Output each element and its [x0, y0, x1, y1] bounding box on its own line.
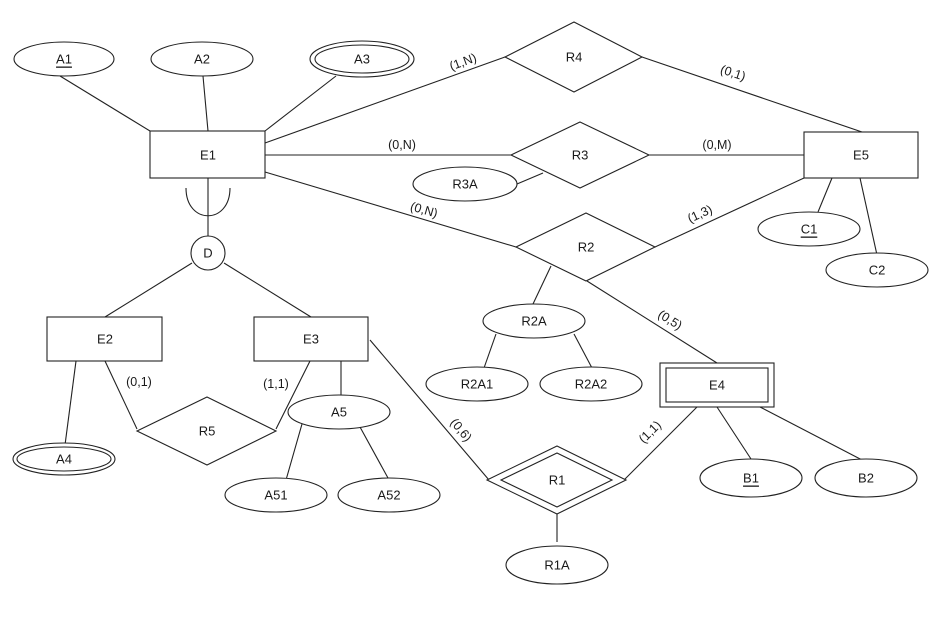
cardinality-r4-e5: (0,1) [719, 62, 748, 83]
line-r3a-r3 [516, 172, 544, 185]
entity-e4-label: E4 [709, 378, 725, 393]
line-r2-e5 [654, 177, 805, 248]
relationship-r4-label: R4 [566, 50, 583, 65]
line-e1-r2 [264, 171, 517, 248]
disjoint-circle [190, 235, 226, 271]
line-a1-e1 [59, 75, 151, 132]
line-a5-a52 [359, 426, 389, 479]
line-isa-e3 [223, 262, 312, 318]
relationship-r2-label: R2 [578, 240, 595, 255]
line-e5-c1 [817, 177, 833, 213]
relationship-r4[interactable]: R4 [503, 21, 644, 93]
line-r4-e5 [641, 56, 863, 133]
relationship-r5-label: R5 [199, 424, 216, 439]
entity-e2-label: E2 [97, 332, 113, 347]
attribute-b1-partial-key[interactable]: B1 [699, 458, 803, 498]
relationship-r5[interactable]: R5 [135, 396, 278, 466]
attribute-r2a[interactable]: R2A [482, 303, 586, 339]
line-r2a-r2a1 [483, 333, 497, 369]
line-e5-c2 [859, 177, 878, 256]
cardinality-e1-r4: (1,N) [448, 51, 479, 74]
attribute-a51[interactable]: A51 [224, 477, 328, 513]
relationship-r3[interactable]: R3 [509, 121, 651, 189]
line-a3-e1 [264, 75, 337, 132]
entity-e3[interactable]: E3 [253, 316, 369, 362]
relationship-r3-label: R3 [572, 148, 589, 163]
attribute-c1-key[interactable]: C1 [757, 211, 861, 247]
attribute-r1a-label: R1A [544, 558, 570, 573]
attribute-c1-label: C1 [801, 222, 818, 237]
attribute-a51-label: A51 [264, 488, 287, 503]
attribute-r2a-label: R2A [521, 314, 547, 329]
attribute-b1-label: B1 [743, 471, 759, 486]
attribute-r1a[interactable]: R1A [505, 545, 609, 585]
attribute-r2a2[interactable]: R2A2 [539, 366, 643, 402]
attribute-a5-composite[interactable]: A5 [287, 394, 391, 430]
attribute-a1-label: A1 [56, 52, 72, 67]
attribute-r3a-label: R3A [452, 177, 478, 192]
isa-arc [185, 187, 231, 217]
attribute-c2[interactable]: C2 [825, 252, 929, 288]
line-r2-r2a [532, 265, 552, 305]
attribute-r2a2-label: R2A2 [575, 377, 608, 392]
cardinality-e5-r2: (1,3) [685, 202, 714, 226]
line-e2-a4 [64, 360, 77, 446]
line-isa-e2 [104, 262, 193, 318]
attribute-b2-label: B2 [858, 471, 874, 486]
line-a5-a51 [285, 423, 303, 481]
attribute-a52-label: A52 [377, 488, 400, 503]
cardinality-e3-r5: (1,1) [263, 377, 289, 391]
cardinality-r2-e4: (0,5) [655, 307, 684, 332]
relationship-r2[interactable]: R2 [514, 212, 657, 282]
line-r2-e4 [586, 280, 718, 364]
attribute-a4-multivalued[interactable]: A4 [12, 442, 116, 476]
connector-lines [59, 56, 878, 542]
entity-e5[interactable]: E5 [803, 131, 919, 179]
entity-e2[interactable]: E2 [46, 316, 163, 362]
cardinality-r3-e5: (0,M) [702, 138, 731, 152]
cardinality-e2-r5: (0,1) [126, 375, 152, 389]
entity-e1-label: E1 [200, 148, 216, 163]
attribute-a3-multivalued[interactable]: A3 [309, 40, 415, 78]
attribute-b2[interactable]: B2 [814, 458, 918, 498]
line-r1-e4 [623, 406, 698, 481]
cardinality-e4-r1: (1,1) [636, 418, 664, 446]
line-e4-b1 [716, 406, 752, 460]
attribute-a5-label: A5 [331, 405, 347, 420]
line-a2-e1 [202, 75, 209, 132]
attribute-r2a1-label: R2A1 [461, 377, 494, 392]
attribute-c2-label: C2 [869, 263, 886, 278]
relationship-r1-label: R1 [549, 473, 566, 488]
line-e3-r1 [369, 339, 490, 481]
cardinality-e1-r2: (0,N) [409, 199, 440, 220]
cardinality-e3-r1: (0,6) [447, 416, 474, 445]
attribute-a2-label: A2 [194, 52, 210, 67]
relationship-r1-identifying[interactable]: R1 [485, 445, 628, 515]
line-r2a-r2a2 [573, 333, 593, 369]
line-e4-b2 [759, 406, 865, 462]
disjoint-label: D [203, 246, 212, 261]
attribute-a1-key[interactable]: A1 [13, 41, 115, 77]
line-e3-r5 [275, 360, 311, 430]
attribute-r3a[interactable]: R3A [412, 166, 518, 202]
cardinality-e1-r3: (0,N) [388, 138, 416, 152]
attribute-a2[interactable]: A2 [150, 41, 254, 77]
entity-e3-label: E3 [303, 332, 319, 347]
entity-e4-weak[interactable]: E4 [659, 362, 775, 408]
attribute-r2a1[interactable]: R2A1 [425, 366, 529, 402]
line-e1-r4 [264, 56, 506, 144]
entity-e1[interactable]: E1 [149, 130, 266, 179]
attribute-a3-label: A3 [354, 52, 370, 67]
entity-e5-label: E5 [853, 148, 869, 163]
line-e2-r5 [104, 360, 138, 430]
generalization: D [185, 187, 231, 271]
attribute-a52[interactable]: A52 [337, 477, 441, 513]
attribute-a4-label: A4 [56, 452, 72, 467]
